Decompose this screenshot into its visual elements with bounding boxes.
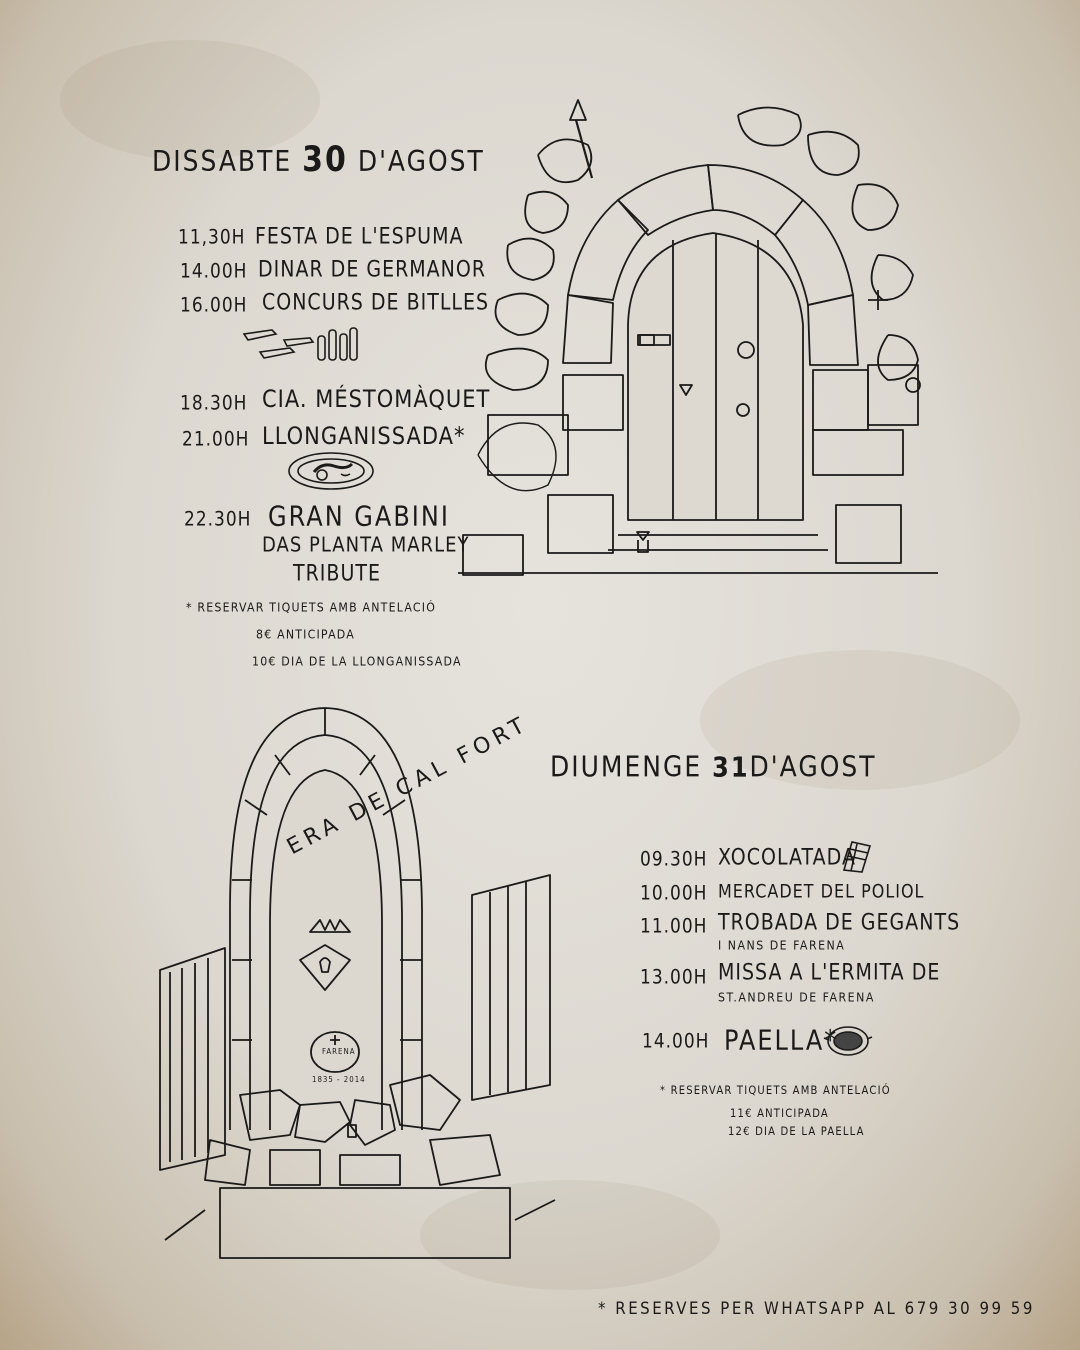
sat-event-name: DINAR DE GERMANOR bbox=[258, 257, 487, 283]
sun-price: 12€ DIA DE LA PAELLA bbox=[728, 1126, 865, 1139]
sat-event-name: CONCURS DE BITLLES bbox=[262, 290, 490, 316]
sat-price: 10€ DIA DE LA LLONGANISSADA bbox=[252, 654, 462, 669]
sat-reservation-note: * RESERVAR TIQUETS AMB ANTELACIÓ bbox=[186, 600, 437, 615]
sunday-title: DIUMENGE 31D'AGOST bbox=[550, 750, 877, 783]
sat-event-name: FESTA DE L'ESPUMA bbox=[255, 224, 464, 250]
saturday-title: DISSABTE 30 D'AGOST bbox=[152, 140, 485, 180]
bowling-pins-icon bbox=[242, 327, 358, 361]
sat-event-time: 14.00h bbox=[180, 260, 248, 283]
sign-years: 1835 - 2014 bbox=[312, 1075, 366, 1085]
sat-event-time: 21.00h bbox=[182, 428, 250, 451]
chocolate-bar-icon bbox=[842, 841, 872, 873]
paper-stain bbox=[700, 650, 1020, 790]
sat-headliner-sub: DAS PLANTA MARLEY bbox=[262, 533, 470, 558]
sunday-title-day: DIUMENGE bbox=[550, 750, 703, 784]
paper-stain bbox=[60, 40, 320, 160]
sunday-title-month: D'AGOST bbox=[749, 750, 877, 784]
sun-reservation-note: * RESERVAR TIQUETS AMB ANTELACIÓ bbox=[660, 1085, 891, 1098]
sat-headliner: GRAN GABINI bbox=[268, 500, 450, 533]
sat-event-time: 11,30h bbox=[178, 226, 246, 249]
sun-event-name: MERCADET DEL POLIOL bbox=[718, 880, 925, 902]
sunday-title-num: 31 bbox=[712, 751, 750, 784]
saturday-title-month: D'AGOST bbox=[357, 144, 485, 178]
sun-event-time: 11.00h bbox=[640, 915, 708, 938]
sun-event-time: 09.30h bbox=[640, 848, 708, 871]
sat-event-name: LLONGANISSADA* bbox=[262, 422, 466, 450]
sign-badge: FARENA bbox=[322, 1047, 356, 1057]
sun-event-name: PAELLA* bbox=[724, 1024, 839, 1057]
paella-pan-icon bbox=[823, 1026, 873, 1056]
sun-event-time: 13.00h bbox=[640, 966, 708, 989]
sun-event-time: 10.00h bbox=[640, 882, 708, 905]
sun-price: 11€ ANTICIPADA bbox=[730, 1108, 829, 1121]
sat-headliner-sub: TRIBUTE bbox=[293, 561, 381, 587]
sun-event-sub: I NANS DE FARENA bbox=[718, 938, 846, 953]
saturday-title-day: DISSABTE bbox=[152, 144, 293, 178]
sun-event-name: MISSA A L'ERMITA DE bbox=[718, 960, 941, 986]
paper-stain bbox=[420, 1180, 720, 1290]
sausage-plate-icon bbox=[288, 452, 374, 490]
sat-event-time: 16.00h bbox=[180, 294, 248, 317]
sat-event-name: CIA. MÉSTOMÀQUET bbox=[262, 385, 491, 413]
stone-door-illustration bbox=[458, 99, 938, 576]
whatsapp-reservations-footer: * RESERVES PER WHATSAPP AL 679 30 99 59 bbox=[598, 1298, 1035, 1319]
sun-event-sub: ST.ANDREU DE FARENA bbox=[718, 990, 875, 1005]
sun-event-name: XOCOLATADA bbox=[718, 845, 856, 871]
saturday-title-num: 30 bbox=[302, 140, 348, 181]
sat-event-time: 22.30h bbox=[184, 508, 252, 531]
sun-event-name: TROBADA DE GEGANTS bbox=[718, 910, 961, 936]
sat-price: 8€ ANTICIPADA bbox=[256, 627, 355, 642]
era-de-cal-fort-illustration bbox=[159, 707, 556, 1259]
sun-event-time: 14.00h bbox=[642, 1030, 710, 1053]
sat-event-time: 18.30h bbox=[180, 392, 248, 415]
